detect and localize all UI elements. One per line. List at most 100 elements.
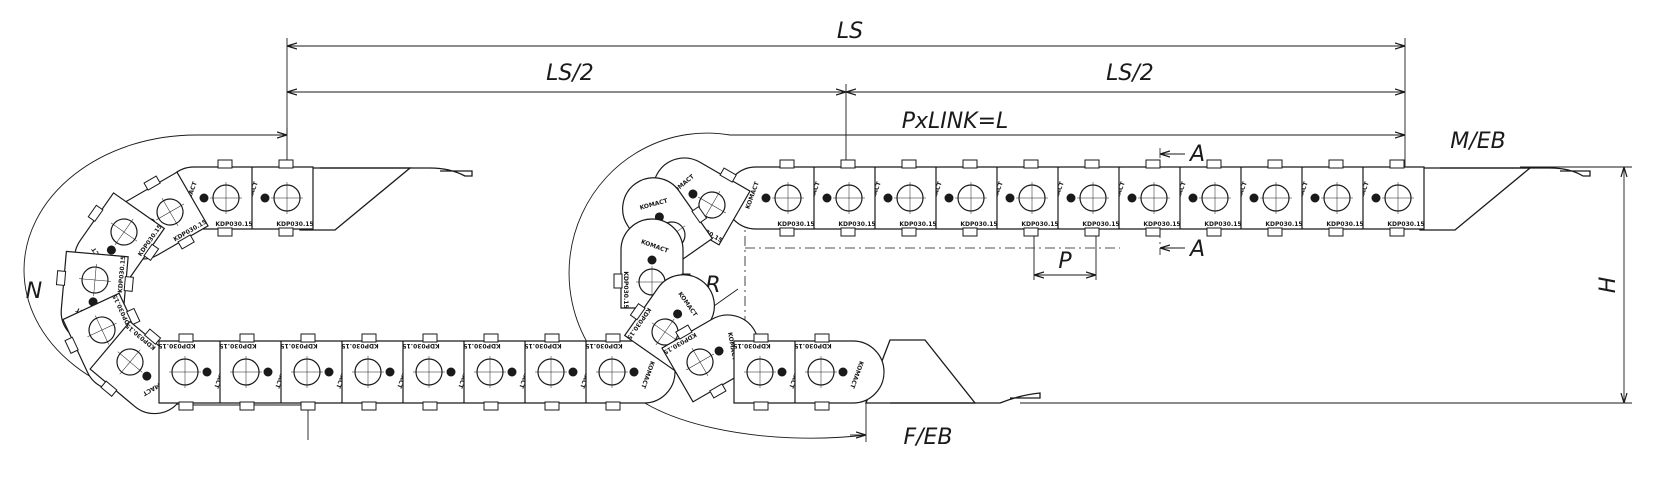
link-notch — [719, 167, 737, 183]
link-stop — [199, 193, 209, 203]
link-notch — [544, 333, 560, 343]
link-notch — [691, 205, 708, 224]
link-notch — [483, 333, 499, 343]
pin-crosshair — [87, 323, 117, 337]
pin-crosshair — [703, 191, 721, 219]
link-notch — [1145, 227, 1161, 237]
link-notch — [483, 401, 499, 411]
link-notch — [709, 383, 727, 399]
link-notch — [613, 273, 623, 289]
link-notch — [239, 401, 255, 411]
bracket-bottom-tab — [890, 392, 1041, 404]
pin-crosshair — [691, 348, 709, 376]
link-notch — [143, 243, 160, 262]
link-notch — [1084, 159, 1100, 169]
link-stop — [568, 367, 578, 377]
pin-crosshair — [110, 222, 138, 242]
link-part-text: KDP030.15 — [463, 342, 500, 349]
link-notch — [1084, 227, 1100, 237]
link-stop — [1188, 193, 1198, 203]
link-notch — [64, 336, 79, 354]
link-notch — [143, 175, 161, 191]
link-notch — [901, 227, 917, 237]
link-stop — [647, 255, 657, 265]
link-notch — [178, 333, 194, 343]
bracket-right-top-tab — [1440, 167, 1591, 177]
link-notch — [217, 159, 233, 169]
link-notch — [605, 401, 621, 411]
section-top-label: A — [1188, 142, 1205, 167]
link-part-text: KDP030.15 — [276, 221, 313, 228]
link-stop — [263, 367, 273, 377]
ls-half-right-label: LS/2 — [1106, 61, 1154, 86]
link-stop — [1066, 193, 1076, 203]
link-stop — [673, 309, 683, 319]
link-stop — [446, 367, 456, 377]
link-notch — [675, 324, 693, 340]
link-stop — [822, 193, 832, 203]
pin-crosshair — [161, 198, 179, 226]
link-notch — [1023, 159, 1039, 169]
link-notch — [901, 159, 917, 169]
link-part-text: KDP030.15 — [1082, 221, 1119, 228]
link-part-text: KDP030.15 — [1387, 221, 1424, 228]
link-stop — [202, 367, 212, 377]
link-stop — [324, 367, 334, 377]
link-part-text: KDP030.15 — [402, 342, 439, 349]
link-part-text: KDP030.15 — [622, 271, 629, 308]
ls-label: LS — [837, 19, 863, 44]
link-notch — [753, 333, 769, 343]
link-stop — [1127, 193, 1137, 203]
link-notch — [840, 159, 856, 169]
height-label: H — [1596, 277, 1621, 294]
link-notch — [779, 227, 795, 237]
link-part-text: KDP030.15 — [524, 342, 561, 349]
link-notch — [814, 333, 830, 343]
ls-half-left-label: LS/2 — [546, 61, 594, 86]
link-notch — [814, 401, 830, 411]
f-eb-label: F/EB — [903, 425, 952, 450]
link-notch — [962, 227, 978, 237]
link-part-text: KDP030.15 — [794, 342, 831, 349]
link-part-text: KDP030.15 — [960, 221, 997, 228]
link-notch — [278, 159, 294, 169]
link-stop — [1310, 193, 1320, 203]
link-notch — [1267, 227, 1283, 237]
link-notch — [239, 333, 255, 343]
link-notch — [125, 307, 141, 326]
section-bottom-label: A — [1188, 237, 1205, 262]
dimension-labels: LS LS/2 LS/2 PxLINK=L M/EB F/EB A A P H … — [26, 19, 1621, 450]
link-notch — [1023, 227, 1039, 237]
link-part-text: KDP030.15 — [585, 342, 622, 349]
link-part-text: KDP030.15 — [838, 221, 875, 228]
link-stop — [385, 367, 395, 377]
link-part-text: KDP030.15 — [899, 221, 936, 228]
link-notch — [779, 159, 795, 169]
link-notch — [840, 227, 856, 237]
link-notch — [55, 270, 67, 286]
link-notch — [1145, 159, 1161, 169]
link-stop — [1005, 193, 1015, 203]
link-notch — [1389, 227, 1405, 237]
mounting-brackets — [286, 167, 1591, 404]
link-stop — [106, 245, 116, 255]
pxlink-label: PxLINK=L — [902, 109, 1009, 134]
link-part-text: KDP030.15 — [341, 342, 378, 349]
link-stop — [1371, 193, 1381, 203]
bracket-left-top-tab — [320, 167, 473, 177]
link-notch — [1389, 159, 1405, 169]
link-part-text: KDP030.15 — [280, 342, 317, 349]
m-eb-label: M/EB — [1450, 129, 1505, 154]
link-part-text: KDP030.15 — [1021, 221, 1058, 228]
link-notch — [361, 333, 377, 343]
link-stop — [142, 371, 152, 381]
link-stop — [507, 367, 517, 377]
link-notch — [1267, 159, 1283, 169]
link-stop — [838, 367, 848, 377]
link-notch — [100, 380, 118, 397]
link-notch — [962, 159, 978, 169]
link-notch — [178, 401, 194, 411]
